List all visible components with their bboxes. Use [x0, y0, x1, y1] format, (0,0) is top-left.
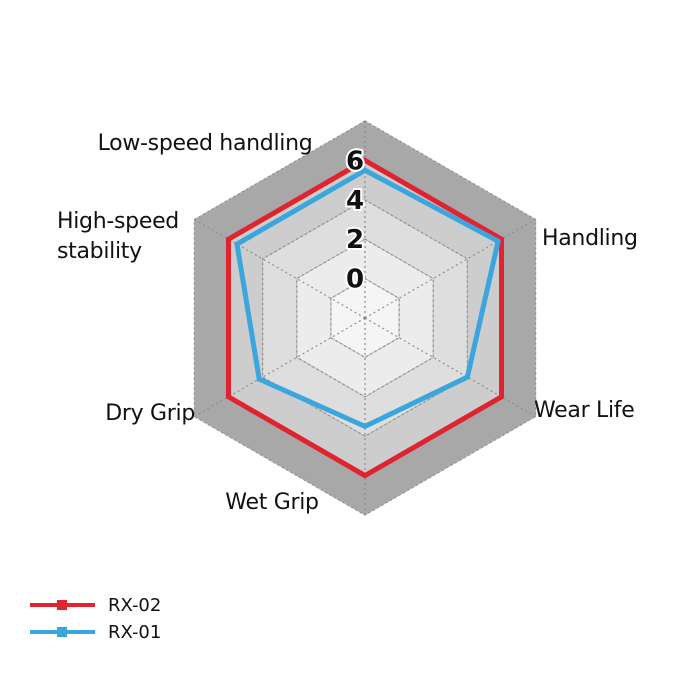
tick-label-4: 4	[346, 186, 364, 216]
axis-label-low-speed-handling: Low-speed handling	[98, 131, 313, 156]
series-line-rx-01	[234, 167, 501, 430]
axis-label-wet-grip: Wet Grip	[225, 490, 318, 515]
tick-label-0: 0	[346, 265, 364, 295]
grid-ring-2	[262, 199, 468, 437]
legend-label-rx-01: RX-01	[108, 622, 161, 643]
tick-label-2: 2	[346, 225, 364, 255]
legend-label-rx-02: RX-02	[108, 595, 161, 616]
axis-label-dry-grip: Dry Grip	[105, 401, 195, 426]
tick-label-6: 6	[346, 146, 364, 176]
series-line-rx-02	[226, 157, 504, 479]
grid-ring-4	[330, 277, 400, 359]
legend-marker-rx-02	[57, 600, 67, 610]
axis-label-handling: Handling	[542, 226, 638, 251]
grid-ring-3	[296, 238, 434, 398]
axis-label-wear-life: Wear Life	[534, 398, 634, 423]
legend-marker-rx-01	[57, 627, 67, 637]
